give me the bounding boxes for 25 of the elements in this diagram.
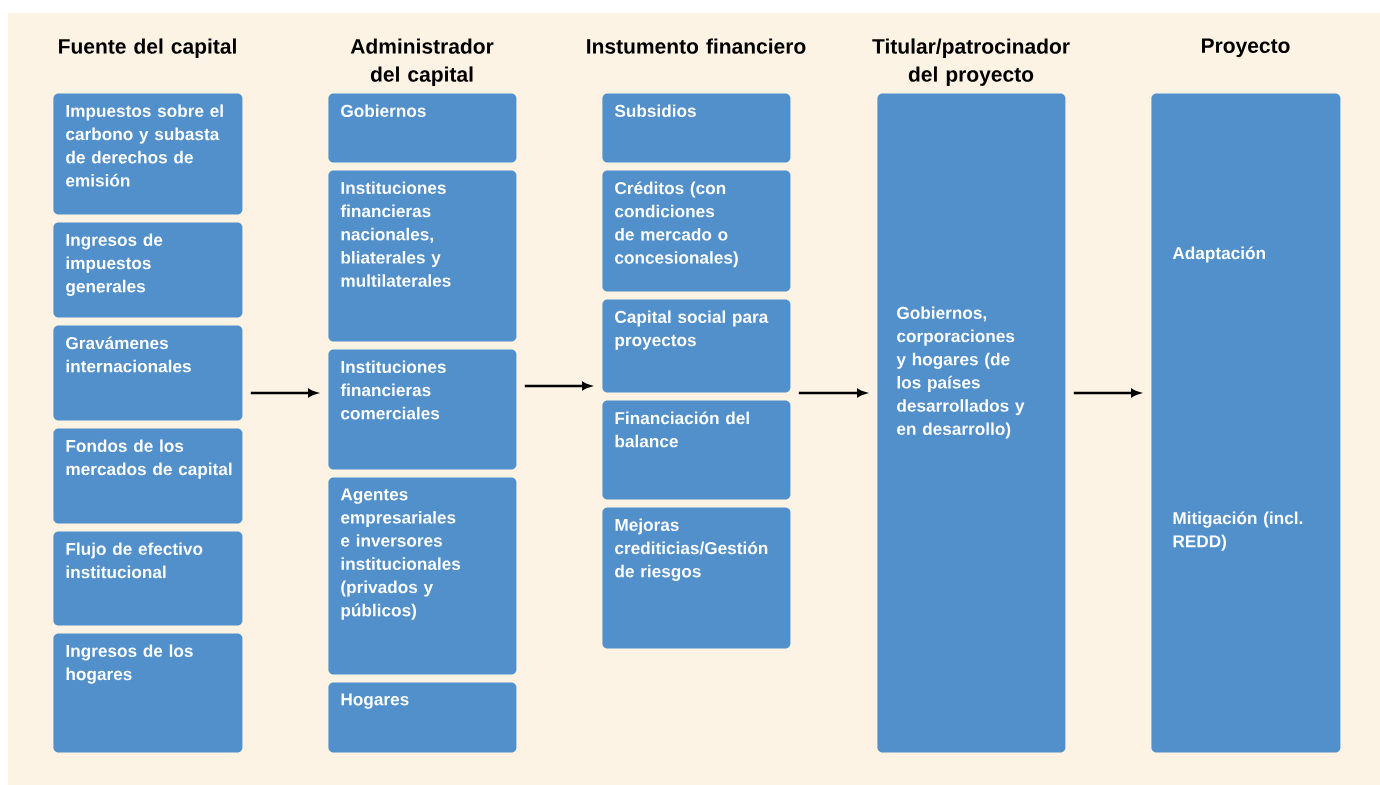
manager-box: Gobiernos bbox=[328, 93, 517, 163]
instrument-box: Financiación del balance bbox=[602, 400, 791, 500]
source-box: Impuestos sobre el carbono y subasta de derechos de emisión bbox=[53, 93, 243, 215]
source-box: Ingresos de impuestos generales bbox=[53, 222, 243, 318]
arrow bbox=[524, 382, 591, 390]
manager-box: Instituciones financieras comerciales bbox=[328, 349, 517, 470]
instrument-box: Mejoras crediticias/Gestión de riesgos bbox=[602, 507, 791, 649]
source-box: Gravámenes internacionales bbox=[53, 325, 243, 421]
source-box: Flujo de efectivo institucional bbox=[53, 531, 243, 626]
instrument-box: Créditos (con condiciones de mercado o concesionales) bbox=[602, 170, 791, 292]
source-box: Fondos de los mercados de capital bbox=[53, 428, 243, 524]
arrow bbox=[250, 389, 317, 397]
sponsor-box: Gobiernos, corporaciones y hogares (de los países desarrollados y en desarrollo) bbox=[877, 93, 1066, 753]
manager-box: Agentes empresariales e inversores institucionales (privados y públicos) bbox=[328, 477, 517, 675]
arrow bbox=[798, 389, 866, 397]
instrument-box: Capital social para proyectos bbox=[602, 299, 791, 393]
column-heading: Instumento financiero bbox=[587, 38, 806, 54]
manager-box: Hogares bbox=[328, 682, 517, 753]
column-heading: Fuente del capital bbox=[59, 38, 236, 58]
arrow bbox=[1073, 389, 1140, 397]
manager-box: Instituciones financieras nacionales, bliaterales y multilaterales bbox=[328, 170, 517, 342]
project-box: Adaptación Mitigación (incl. REDD) bbox=[1151, 93, 1341, 753]
instrument-box: Subsidios bbox=[602, 93, 791, 163]
source-box: Ingresos de los hogares bbox=[53, 633, 243, 753]
column-heading: Proyecto bbox=[1202, 38, 1290, 58]
